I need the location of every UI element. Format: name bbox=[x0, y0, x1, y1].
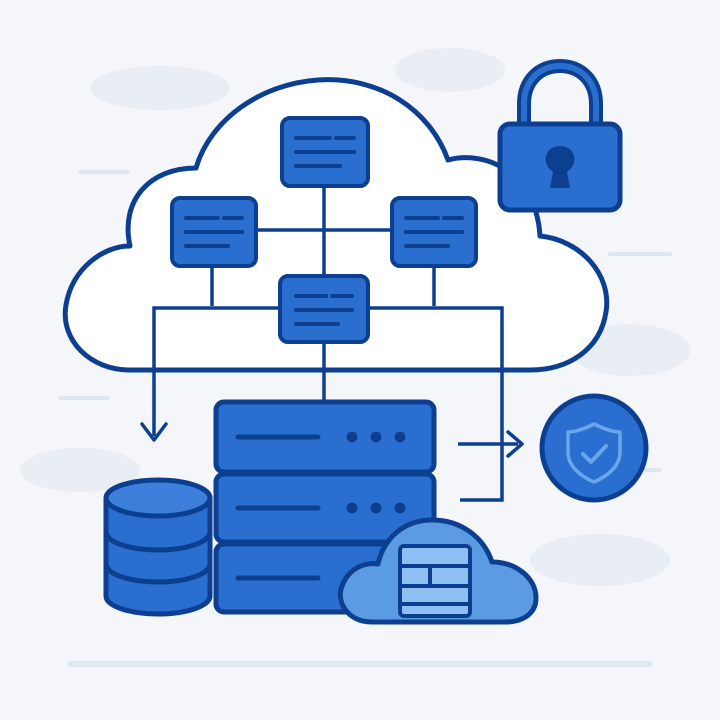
connector-lines bbox=[152, 186, 518, 502]
status-light bbox=[370, 431, 382, 443]
haze-cloud-bottom-right bbox=[530, 534, 670, 586]
keyhole-icon bbox=[545, 146, 575, 188]
status-light bbox=[394, 502, 406, 514]
haze-cloud-top-right bbox=[395, 48, 505, 92]
node-left bbox=[170, 196, 258, 268]
padlock-icon bbox=[497, 58, 623, 213]
node-top bbox=[280, 116, 370, 188]
arrow-right-icon bbox=[506, 430, 524, 458]
status-light bbox=[394, 431, 406, 443]
status-light bbox=[370, 502, 382, 514]
shield-outline bbox=[566, 422, 622, 484]
connector-to-database bbox=[152, 306, 280, 436]
shield-check-icon bbox=[539, 393, 649, 503]
status-light bbox=[346, 502, 358, 514]
node-center bbox=[278, 274, 370, 344]
database-top bbox=[103, 477, 213, 519]
background-haze bbox=[20, 48, 690, 586]
node-right bbox=[390, 196, 478, 268]
database-body bbox=[103, 495, 213, 617]
shield-badge bbox=[539, 393, 649, 503]
main-cloud-icon bbox=[62, 77, 610, 373]
arrow-down-icon bbox=[140, 422, 168, 442]
connector-to-shield bbox=[368, 306, 504, 502]
storage-document-icon bbox=[398, 544, 472, 618]
cloud-storage-icon bbox=[337, 517, 539, 625]
checkmark-icon bbox=[581, 444, 608, 464]
database-icon bbox=[103, 477, 213, 617]
haze-cloud-bottom-left bbox=[20, 448, 140, 492]
haze-cloud-left bbox=[90, 66, 230, 110]
status-light bbox=[346, 431, 358, 443]
